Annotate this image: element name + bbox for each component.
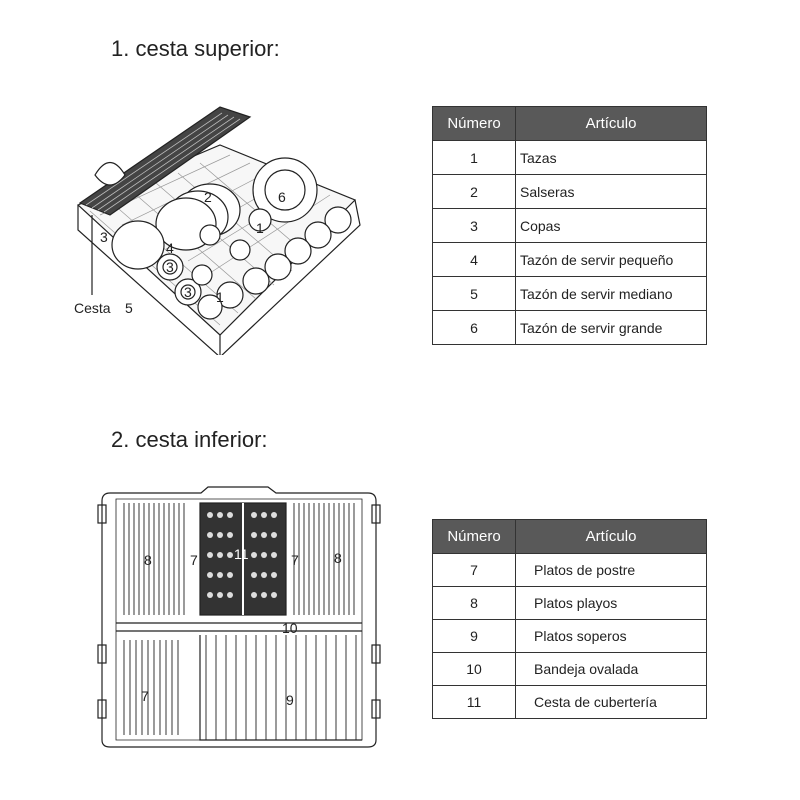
row-number: 9 [432, 619, 516, 653]
column-header-number: Número [432, 519, 516, 554]
row-item: Platos soperos [515, 619, 707, 653]
label-7b: 7 [291, 552, 299, 568]
upper-basket-heading: 1. cesta superior: [111, 36, 280, 61]
label-1b: 1 [216, 289, 224, 305]
label-5: 5 [125, 300, 133, 316]
row-item: Bandeja ovalada [515, 652, 707, 686]
row-number: 8 [432, 586, 516, 620]
row-item: Cesta de cubertería [515, 685, 707, 719]
column-header-number: Número [432, 106, 516, 141]
label-9: 9 [286, 692, 294, 708]
row-item: Tazón de servir pequeño [515, 242, 707, 277]
label-3b: 3 [166, 259, 174, 275]
column-header-item: Artículo [515, 106, 707, 141]
row-number: 7 [432, 553, 516, 587]
row-number: 5 [432, 276, 516, 311]
upper-basket-diagram: 6 2 3 4 3 3 1 1 Cesta 5 [70, 95, 380, 355]
label-3c: 3 [184, 284, 192, 300]
row-item: Salseras [515, 174, 707, 209]
label-4: 4 [166, 240, 174, 256]
label-6: 6 [278, 189, 286, 205]
row-number: 10 [432, 652, 516, 686]
row-item: Tazón de servir grande [515, 310, 707, 345]
row-number: 2 [432, 174, 516, 209]
row-number: 11 [432, 685, 516, 719]
label-2: 2 [204, 189, 212, 205]
row-number: 1 [432, 140, 516, 175]
row-number: 6 [432, 310, 516, 345]
row-item: Tazas [515, 140, 707, 175]
column-header-item: Artículo [515, 519, 707, 554]
label-1a: 1 [256, 220, 264, 236]
lower-basket-heading: 2. cesta inferior: [111, 427, 268, 452]
label-3a: 3 [100, 229, 108, 245]
label-7c: 7 [141, 688, 149, 704]
row-item: Copas [515, 208, 707, 243]
label-11: 11 [234, 546, 249, 562]
row-number: 4 [432, 242, 516, 277]
lower-basket-diagram: 8 7 11 7 8 10 7 9 [96, 485, 386, 760]
row-number: 3 [432, 208, 516, 243]
label-8a: 8 [144, 552, 152, 568]
basket-label: Cesta [74, 300, 111, 316]
row-item: Tazón de servir mediano [515, 276, 707, 311]
label-7a: 7 [190, 552, 198, 568]
row-item: Platos de postre [515, 553, 707, 587]
label-10: 10 [282, 620, 298, 636]
label-8b: 8 [334, 550, 342, 566]
row-item: Platos playos [515, 586, 707, 620]
